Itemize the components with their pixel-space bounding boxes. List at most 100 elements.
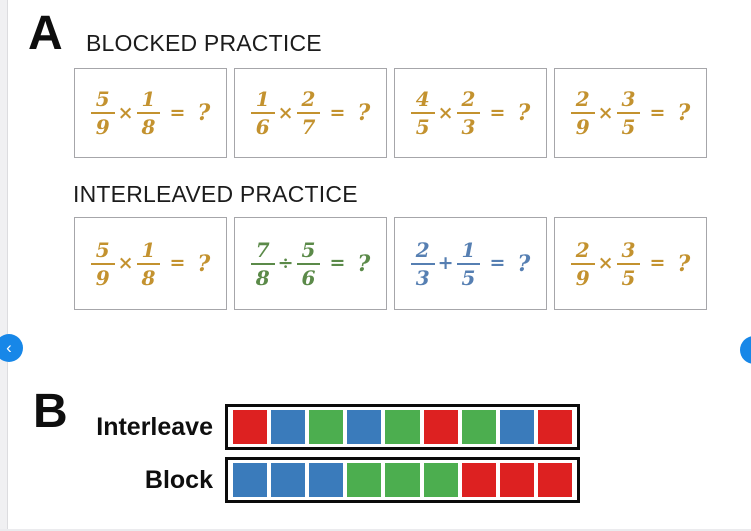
fraction: 2 3 [456,89,481,139]
fraction-equation: 2 9 × 3 5 = ? [570,240,691,290]
denominator: 8 [141,115,156,139]
denominator: 6 [255,115,270,139]
fraction: 3 5 [616,240,641,290]
denominator: 9 [575,115,590,139]
denominator: 6 [301,265,316,290]
numerator: 5 [296,240,321,265]
denominator: 5 [621,115,636,139]
numerator: 1 [250,89,275,114]
equals-sign: = [169,101,186,124]
operator: × [437,101,454,124]
operator: + [437,252,454,274]
problem-card: 5 9 × 1 8 = ? [74,68,227,158]
fraction: 7 8 [250,240,275,290]
numerator: 4 [410,89,435,114]
green-square [385,463,420,497]
denominator: 3 [461,115,476,139]
operator: × [597,101,614,124]
equals-sign: = [649,252,666,274]
operator: ÷ [277,252,294,274]
red-square [499,463,534,497]
problem-card: 2 9 × 3 5 = ? [554,68,707,158]
green-square [309,410,344,444]
numerator: 7 [250,240,275,265]
operator: × [597,252,614,274]
numerator: 2 [570,89,595,114]
fraction: 2 9 [570,240,595,288]
interleave-row: Interleave [0,404,580,450]
blue-square [309,463,344,497]
numerator: 2 [296,89,321,114]
blocked-problems-row: 5 9 × 1 8 = ? 1 6 × 2 7 = ? [74,68,707,158]
red-square [537,463,572,497]
problem-card: 2 3 + 1 5 = ? [394,217,547,310]
numerator: 2 [570,240,595,265]
numerator: 1 [456,240,481,265]
fraction: 5 9 [90,89,115,139]
question-mark: ? [357,100,371,126]
green-square [385,410,420,444]
question-mark: ? [677,100,691,126]
page-edge-strip [0,0,8,531]
blue-square [271,463,306,497]
equals-sign: = [329,252,346,274]
red-square [537,410,572,444]
fraction: 5 9 [90,240,115,290]
fraction: 1 5 [456,240,481,290]
blue-square [499,410,534,444]
numerator: 1 [136,240,161,265]
blue-square [347,410,382,444]
fraction-equation: 4 5 × 2 3 = ? [410,89,530,139]
fraction-equation: 5 9 × 1 8 = ? [90,89,211,139]
next-button[interactable]: › [740,336,751,364]
numerator: 5 [90,89,115,114]
denominator: 9 [95,265,110,290]
fraction: 2 9 [570,89,595,139]
numerator: 2 [410,240,435,265]
interleave-label: Interleave [96,412,213,441]
problem-card: 4 5 × 2 3 = ? [394,68,547,158]
fraction-equation: 5 9 × 1 8 = ? [90,240,210,290]
operator: × [117,101,134,124]
numerator: 2 [456,89,481,114]
fraction: 5 6 [296,240,321,290]
fraction: 1 8 [136,240,161,290]
question-mark: ? [677,250,691,277]
denominator: 8 [141,265,156,290]
fraction: 3 5 [616,89,641,139]
chevron-left-icon: ‹ [6,337,12,357]
previous-button[interactable]: ‹ [0,334,23,362]
block-label: Block [144,465,213,494]
question-mark: ? [197,100,211,126]
operator: × [277,101,294,124]
denominator: 3 [415,265,430,290]
numerator: 5 [90,240,115,265]
blocked-practice-title: BLOCKED PRACTICE [86,30,322,56]
denominator: 5 [415,115,430,139]
block-row: Block [0,457,580,503]
denominator: 5 [621,265,636,290]
equals-sign: = [169,252,186,274]
fraction-equation: 2 9 × 3 5 = ? [570,89,691,139]
equals-sign: = [489,252,506,274]
green-square [461,410,496,444]
equals-sign: = [329,101,346,124]
red-square [233,410,268,444]
fraction: 2 7 [296,89,321,137]
question-mark: ? [517,250,531,277]
green-square [347,463,382,497]
denominator: 5 [461,265,476,290]
red-square [461,463,496,497]
problem-card: 2 9 × 3 5 = ? [554,217,707,310]
denominator: 9 [95,115,110,139]
numerator: 1 [136,89,161,114]
equals-sign: = [649,101,666,124]
fraction: 2 3 [410,240,435,290]
panel-b-label: B [33,385,68,438]
panel-a-label: A [28,7,63,60]
bottom-divider [0,529,751,531]
denominator: 8 [255,265,270,290]
interleaved-problems-row: 5 9 × 1 8 = ? 7 8 ÷ 5 6 = ? [74,217,707,310]
blue-square [233,463,268,497]
